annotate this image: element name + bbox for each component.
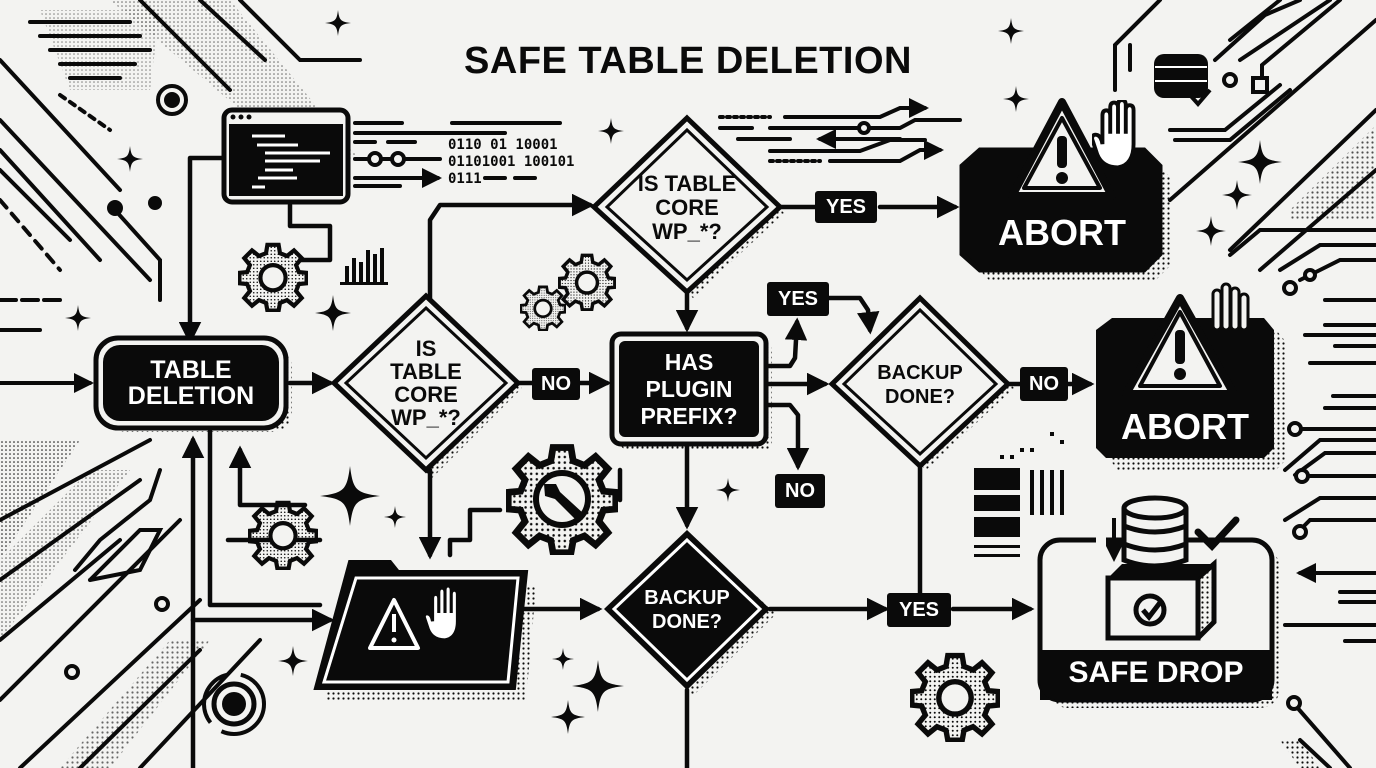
start-node[interactable]: TABLE DELETION — [127, 355, 255, 410]
decision-core-top[interactable]: IS TABLE CORE WP_*? — [637, 171, 737, 244]
database-check-icon — [1154, 54, 1212, 108]
target-ring-icon — [202, 672, 266, 736]
decision-plugin[interactable]: HAS PLUGIN PREFIX? — [640, 348, 738, 429]
edge-label-yes: YES — [767, 282, 829, 316]
abort-top-shape — [959, 98, 1172, 280]
safe-drop-shape — [1037, 495, 1280, 708]
stop-folder-shape — [313, 560, 536, 701]
checked-box-icon — [1105, 558, 1217, 641]
edge-label-yes: YES — [815, 191, 877, 223]
edge-label-no: NO — [532, 368, 580, 400]
binary-line: 01101001 100101 — [448, 154, 575, 170]
edge-label-no: NO — [775, 474, 825, 508]
binary-text-block: 0110 01 10001 01101001 100101 0111 — [448, 137, 574, 188]
server-rack-icon — [974, 432, 1064, 557]
decision-plugin-shape — [609, 331, 772, 450]
gear-icon — [912, 656, 998, 741]
decision-core-left-shape — [330, 292, 522, 478]
decision-core-left[interactable]: IS TABLE CORE WP_*? — [390, 336, 462, 430]
binary-line: 0111 — [448, 171, 482, 187]
abort-right-shape — [1096, 282, 1286, 470]
gear-icon — [520, 285, 566, 331]
abort-right-label[interactable]: ABORT — [1121, 406, 1249, 447]
gear-icon — [558, 253, 616, 311]
start-node-shape — [93, 335, 292, 432]
page-title: SAFE TABLE DELETION — [464, 40, 912, 82]
edge-label-no: NO — [1020, 367, 1068, 401]
wrench-gear-icon — [508, 447, 616, 552]
decision-backup-bottom-shape — [604, 530, 776, 696]
right-circuit-decor — [1113, 0, 1376, 768]
gear-logo-icon — [156, 84, 188, 116]
bar-chart-icon — [340, 248, 388, 285]
gear-icon — [239, 245, 306, 311]
decision-backup-bottom[interactable]: BACKUP DONE? — [644, 587, 730, 633]
decision-core-top-shape — [590, 114, 784, 298]
binary-line: 0110 01 10001 — [448, 137, 558, 153]
safe-drop-label[interactable]: SAFE DROP — [1068, 656, 1244, 689]
gear-icon — [249, 503, 316, 569]
checkmark-icon — [1194, 516, 1240, 552]
decision-backup-right-shape — [828, 294, 1014, 470]
edge-label-yes: YES — [887, 593, 951, 627]
terminal-window-icon — [221, 107, 351, 205]
abort-top-label[interactable]: ABORT — [998, 212, 1126, 253]
top-signal-lines — [353, 98, 962, 188]
database-icon — [1121, 495, 1189, 569]
flow-edges — [178, 155, 1095, 768]
decision-backup-right[interactable]: BACKUP DONE? — [877, 362, 963, 408]
